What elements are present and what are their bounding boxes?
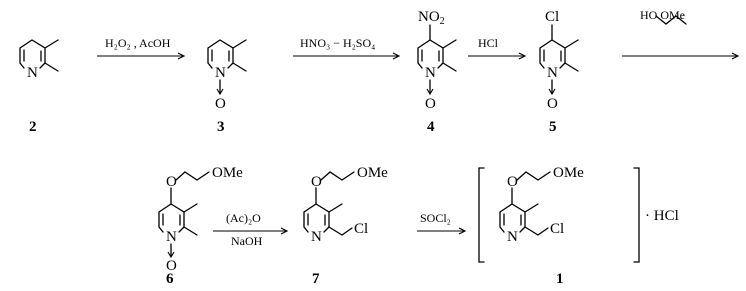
compound-label-3: 3 [217, 119, 225, 135]
compound-7: O OMe N Cl 7 [303, 165, 388, 287]
methoxy-group: OMe [553, 165, 584, 181]
arrow-step-6: SOCl₂ [417, 211, 467, 235]
bracket-left [478, 167, 485, 263]
ring-nitrogen: N [547, 65, 558, 81]
arrow-step-5: (Ac)₂O NaOH [213, 211, 289, 248]
compound-label-5: 5 [549, 119, 557, 135]
chloro-substituent: Cl [545, 9, 559, 25]
methoxy-group: OMe [212, 165, 243, 181]
compound-6: O OMe N O 6 [158, 165, 243, 287]
oxide-oxygen: O [166, 258, 177, 274]
chloro-substituent: Cl [354, 221, 368, 237]
reagent-methoxypropanol: HO OMe [640, 8, 685, 22]
compound-label-4: 4 [427, 119, 435, 135]
chloro-substituent: Cl [550, 221, 564, 237]
methoxy-group: OMe [357, 165, 388, 181]
compound-3: N O 3 [207, 39, 247, 135]
compound-label-1: 1 [556, 271, 564, 287]
ring-nitrogen: N [166, 229, 177, 245]
compound-label-7: 7 [312, 271, 320, 287]
ring-nitrogen: N [27, 65, 38, 81]
reagent-acetic-anhydride: (Ac)₂O [226, 211, 261, 225]
nitro-group: NO2 [418, 9, 445, 27]
arrow-step-3: HCl [468, 36, 527, 60]
ring-nitrogen: N [215, 65, 226, 81]
ring-nitrogen: N [311, 229, 322, 245]
oxide-oxygen: O [547, 96, 558, 112]
compound-label-2: 2 [29, 119, 37, 135]
reagent-naoh: NaOH [231, 234, 263, 248]
reagent-socl2: SOCl₂ [420, 211, 451, 225]
ether-oxygen: O [311, 174, 322, 190]
compound-1: O OMe N Cl · HCl 1 [478, 165, 679, 287]
arrow-step-2: HNO₃ − H₂SO₄ [293, 36, 401, 60]
oxide-oxygen: O [425, 96, 436, 112]
compound-2: N 2 [19, 39, 59, 135]
reagent-hcl: HCl [478, 36, 499, 50]
ring-nitrogen: N [507, 229, 518, 245]
reagent-hno3-h2so4: HNO₃ − H₂SO₄ [300, 36, 375, 50]
compound-4: NO2 N O 4 [417, 9, 457, 135]
oxide-oxygen: O [215, 96, 226, 112]
hydrochloride-label: · HCl [645, 208, 679, 224]
arrow-step-1: H₂O₂ , AcOH [97, 36, 186, 60]
arrow-step-4: HO OMe [622, 8, 740, 60]
compound-5: Cl N O 5 [539, 9, 579, 135]
ether-oxygen: O [166, 174, 177, 190]
compound-label-6: 6 [166, 271, 174, 287]
ether-oxygen: O [507, 174, 518, 190]
bracket-right [633, 167, 640, 263]
ring-nitrogen: N [425, 65, 436, 81]
reagent-h2o2-acoh: H₂O₂ , AcOH [105, 36, 171, 50]
